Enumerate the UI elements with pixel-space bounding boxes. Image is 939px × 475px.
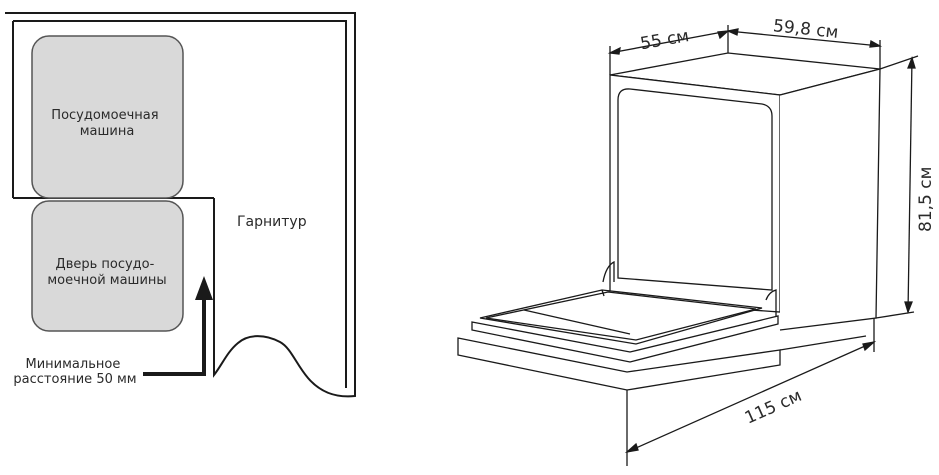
door-base-side (779, 335, 867, 351)
clearance-arrow-line (143, 296, 206, 376)
width-label: 59,8 см (772, 16, 839, 43)
door-label-2: моечной машины (47, 273, 166, 288)
dim-open-arrow-right (862, 340, 877, 352)
dishwasher-box (31, 35, 184, 199)
dim-depth-line (609, 30, 729, 54)
svg-text:Посудомоечная машина: Посудомоечная машина (51, 108, 162, 139)
left-hinge (602, 260, 615, 283)
door-box (31, 200, 184, 332)
dishwasher-label-1: Посудомоечная (51, 108, 158, 123)
dim-height-arrow-top (907, 56, 916, 69)
dim-open-line (626, 341, 875, 453)
svg-text:Минимальное расстояние 5: Минимальное расстояние 50 мм (13, 357, 136, 387)
dim-open-arrow-left (624, 442, 639, 454)
tub-opening (617, 88, 773, 291)
open-depth-label: 115 см (742, 386, 805, 429)
dim-width-arrow-right (869, 39, 883, 48)
dishwasher-label-2: машина (80, 124, 135, 139)
cabinet-outer-wall (5, 12, 356, 398)
dim-height-line (907, 57, 913, 313)
clearance-label-2: расстояние 50 мм (13, 372, 136, 387)
right-hinge (765, 289, 777, 316)
side-face (779, 68, 881, 331)
front-face (609, 74, 781, 313)
height-label: 81,5 см (916, 167, 936, 232)
cabinet-label: Гарнитур (237, 214, 307, 230)
dim-width-arrow-left (725, 28, 739, 36)
dim-depth-arrow-left (607, 46, 621, 55)
svg-text:Дверь посудо- моечной ма: Дверь посудо- моечной машины (47, 257, 166, 288)
dim-depth-arrow-right (717, 30, 730, 40)
cabinet-inner-wall (13, 20, 347, 388)
door-inner-rim (485, 291, 757, 341)
door-base (457, 337, 781, 391)
clearance-arrow-head (195, 276, 213, 300)
dim-width-line (727, 30, 881, 47)
door-label-1: Дверь посудо- (56, 257, 155, 272)
door-outer (471, 315, 779, 363)
right-dishwasher-view (457, 25, 919, 466)
door-inner-panel (479, 289, 763, 345)
depth-label: 55 см (639, 26, 691, 54)
dim-height-arrow-bottom (904, 301, 913, 314)
left-top-view: Посудомоечная машина Дверь посудо- моечн… (5, 12, 356, 398)
clearance-label-1: Минимальное (26, 357, 121, 372)
